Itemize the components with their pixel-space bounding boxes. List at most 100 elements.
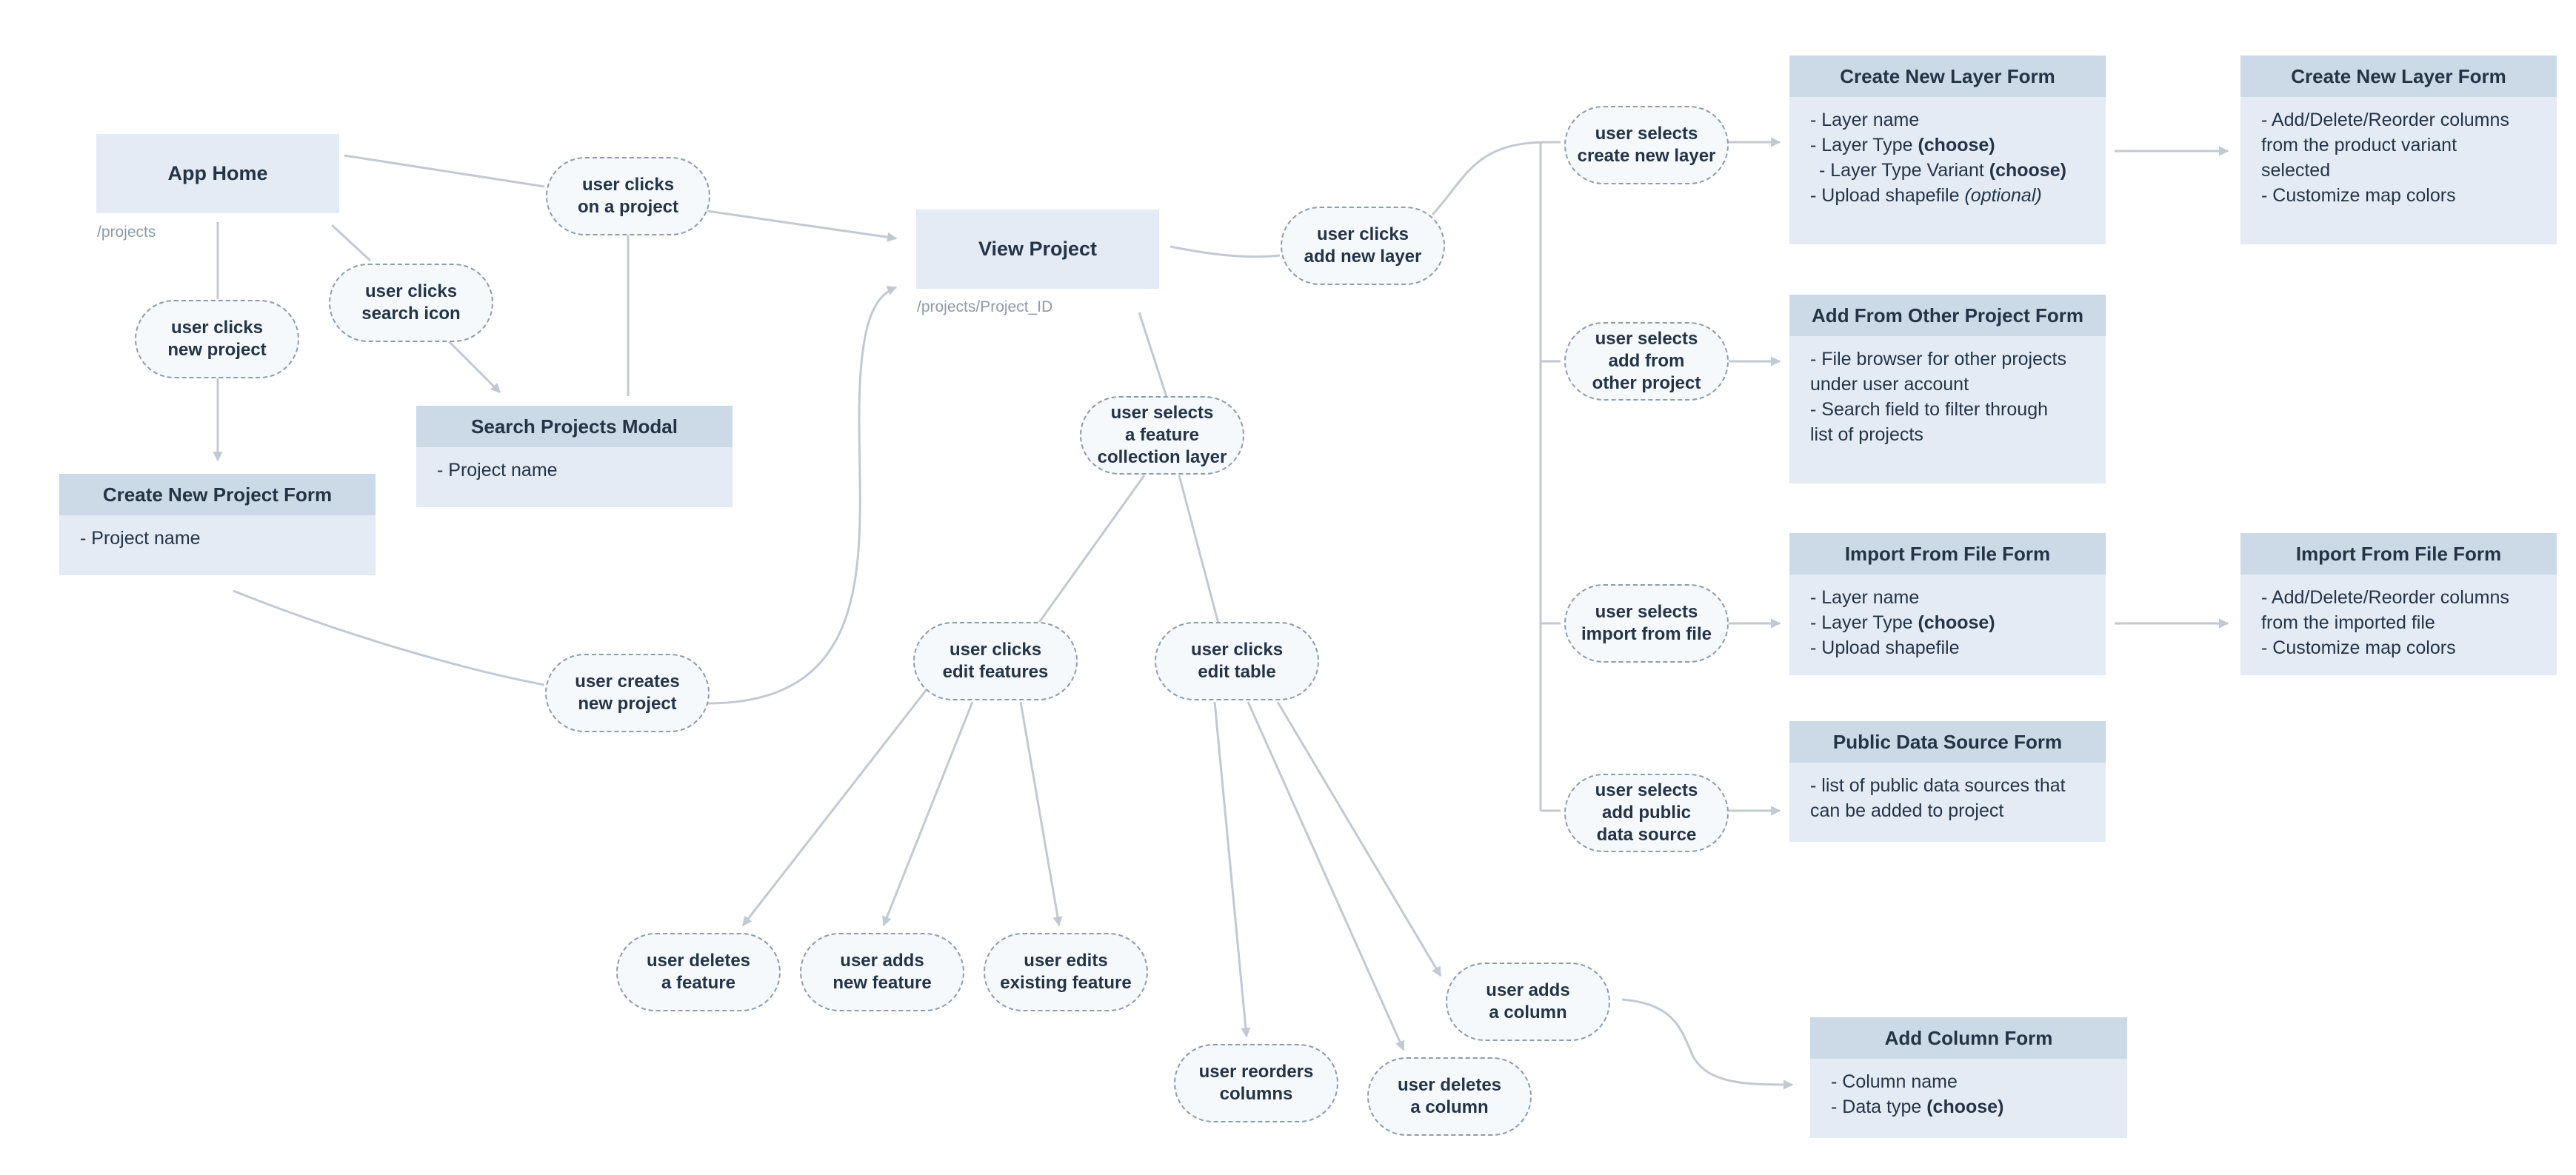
form-field-line: - Data type (choose) [1831, 1094, 2108, 1119]
connector-form-to-creates-project [233, 589, 545, 686]
form-field-line: - Layer name [1810, 107, 2086, 133]
form-title: Create New Layer Form [1789, 56, 2106, 97]
form-field-line: - Upload shapefile [1810, 635, 2086, 660]
connector-home-to-clicks-project [344, 154, 545, 188]
app-home-page[interactable]: App Home [96, 134, 339, 213]
connector-edit-features-to-adds [882, 701, 974, 927]
form-fields: - Column name- Data type (choose) [1810, 1059, 2127, 1119]
form-field-text: - Layer Type [1810, 135, 1918, 155]
form-field-line: - Project name [437, 460, 558, 481]
connector-edit-features-to-deletes [741, 688, 929, 927]
form-field-modifier: (choose) [1989, 160, 2066, 181]
form-field-line: - Layer Type (choose) [1810, 133, 2086, 158]
connector-feature-layer-to-edit-features [1037, 475, 1146, 624]
connector-view-to-clicks-new-layer [1169, 245, 1281, 258]
app-home-route: /projects [97, 224, 156, 241]
view-project-page[interactable]: View Project [916, 210, 1159, 289]
form-field-line: - Add/Delete/Reorder columns [2261, 110, 2509, 130]
form-field-text: - Column name [1831, 1071, 1958, 1092]
import-from-file-columns-form[interactable]: Import From File Form- Add/Delete/Reorde… [2240, 533, 2557, 675]
connector-adds-column-to-form [1621, 998, 1794, 1090]
view-project-title: View Project [978, 238, 1098, 260]
form-title: Search Projects Modal [416, 406, 733, 447]
form-field-text: - Upload shapefile [1810, 185, 1965, 206]
form-field-line: - Upload shapefile (optional) [1810, 183, 2086, 208]
form-fields: - Project name [416, 447, 733, 483]
form-fields: - Add/Delete/Reorder columns from the pro… [2240, 97, 2557, 208]
import-from-file-form[interactable]: Import From File Form- Layer name- Layer… [1789, 533, 2106, 675]
connector-edit-table-to-adds-column [1276, 701, 1442, 977]
form-field-line: - Layer name [1810, 585, 2086, 610]
form-field-line: can be added to project [1810, 800, 2004, 821]
form-field-line: - File browser for other projects [1810, 349, 2066, 369]
form-field-line: selected [2261, 160, 2331, 181]
add-from-other-project-form[interactable]: Add From Other Project Form- File browse… [1789, 295, 2106, 483]
form-field-modifier: (choose) [1918, 135, 1995, 155]
public-data-source-form[interactable]: Public Data Source Form- list of public … [1789, 721, 2106, 842]
connector-view-to-feature-layer [1138, 312, 1168, 398]
form-field-line: list of projects [1810, 424, 1923, 445]
connector-edit-features-to-edits [1019, 701, 1063, 927]
form-field-line: from the product variant [2261, 135, 2457, 155]
create-new-layer-form[interactable]: Create New Layer Form- Layer name- Layer… [1789, 56, 2106, 244]
create-new-layer-columns-form[interactable]: Create New Layer Form- Add/Delete/Reorde… [2240, 56, 2557, 244]
connector-creates-project-to-view [707, 286, 898, 705]
view-project-route: /projects/Project_ID [917, 298, 1053, 315]
form-title: Add From Other Project Form [1789, 295, 2106, 336]
form-field-line: - Column name [1831, 1069, 2108, 1094]
form-field-text: - Layer Type Variant [1819, 160, 1989, 181]
connector-clicks-search-to-modal [447, 339, 501, 394]
form-fields: - Project name [59, 515, 376, 551]
add-column-form[interactable]: Add Column Form - Column name- Data type … [1810, 1017, 2127, 1138]
form-title: Import From File Form [1789, 533, 2106, 575]
form-field-line: - Search field to filter through [1810, 399, 2048, 420]
form-field-line: - Customize map colors [2261, 185, 2456, 206]
form-field-line: under user account [1810, 374, 1969, 395]
form-field-text: - Layer Type [1810, 612, 1918, 633]
form-field-line: - Project name [80, 528, 201, 549]
form-field-modifier: (choose) [1918, 612, 1995, 633]
form-field-line: - list of public data sources that [1810, 775, 2066, 796]
connector-edit-table-to-deletes-column [1247, 701, 1405, 1051]
form-title: Add Column Form [1810, 1017, 2127, 1059]
search-projects-modal[interactable]: Search Projects Modal - Project name [416, 406, 733, 507]
form-field-modifier: (choose) [1926, 1097, 2004, 1117]
app-home-title: App Home [167, 162, 268, 184]
connector-clicks-new-layer-to-create-layer [1431, 141, 1561, 216]
form-field-line: - Layer Type Variant (choose) [1810, 158, 2086, 183]
form-fields: - File browser for other projects under u… [1789, 336, 2106, 447]
form-title: Create New Project Form [59, 474, 376, 515]
form-field-line: from the imported file [2261, 612, 2435, 633]
form-fields: - Layer name- Layer Type (choose)- Layer… [1789, 97, 2106, 208]
form-title: Public Data Source Form [1789, 721, 2106, 763]
form-field-line: - Layer Type (choose) [1810, 610, 2086, 635]
connector-home-to-clicks-search [330, 224, 372, 262]
connector-edit-table-to-reorders [1213, 701, 1251, 1038]
form-field-text: - Data type [1831, 1097, 1927, 1117]
form-title: Create New Layer Form [2240, 56, 2557, 97]
form-fields: - Layer name- Layer Type (choose)- Uploa… [1789, 575, 2106, 660]
form-fields: - list of public data sources that can be… [1789, 763, 2106, 823]
create-new-project-form[interactable]: Create New Project Form - Project name [59, 474, 376, 575]
connector-feature-layer-to-edit-table [1178, 475, 1220, 624]
